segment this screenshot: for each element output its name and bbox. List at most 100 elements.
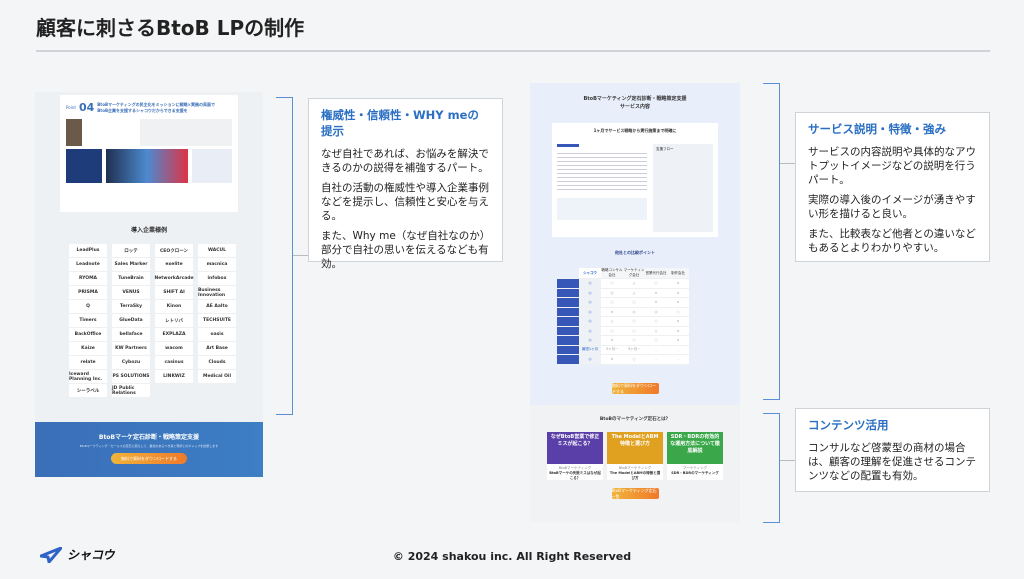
service-title-2: サービス内容	[619, 104, 650, 110]
compare-cell: ×	[667, 335, 689, 346]
client-logo: bellaface	[112, 328, 150, 341]
compare-cell: ○	[645, 335, 667, 346]
service-card-title: 1ヶ月でサービス戦略から実行施策まで明確に	[593, 128, 677, 133]
compare-cell: ◎	[579, 288, 601, 298]
client-logo: RYOMA	[69, 272, 107, 285]
client-logo: KW Partners	[112, 342, 150, 355]
row-header	[557, 345, 579, 355]
compare-cell: ×	[667, 297, 689, 308]
client-logo: oasis	[198, 328, 236, 341]
table-row: ◎○○××	[557, 297, 689, 308]
client-logo: Sales Marker	[112, 258, 150, 271]
page-title: 顧客に刺さるBtoB LPの制作	[36, 16, 305, 40]
client-logo: Timers	[69, 314, 107, 327]
logo-text: シャコウ	[67, 548, 115, 562]
compare-download-button[interactable]: 無料で資料をダウンロードする	[612, 383, 659, 394]
cta-banner: BtoBマーケ定石診断・戦略策定支援 BtoBマーケティング・セールスの定石に照…	[35, 422, 263, 477]
client-logo: SHIFT AI	[155, 286, 193, 299]
compare-cell: ○	[623, 316, 645, 327]
client-logo: Medical Oil	[198, 370, 236, 383]
row-header	[557, 278, 579, 289]
row-header	[557, 307, 579, 317]
client-logo: GlueData	[112, 314, 150, 327]
compare-cell: ×	[667, 316, 689, 327]
annotation-text: 実際の導入後のイメージが湧きやすい形を描けると良い。	[808, 194, 976, 220]
compare-cell: -	[645, 354, 667, 365]
video-thumbnail: The ModelとABM 特徴と選び方	[607, 432, 663, 464]
client-logo: WACUL	[198, 244, 236, 257]
compare-cell: ○	[601, 326, 623, 336]
client-logo: AE Aalto	[198, 300, 236, 313]
client-logo: Kinon	[155, 300, 193, 313]
annotation-text: サービスの内容説明や具体的なアウトプットイメージなどの説明を行うパート。	[808, 146, 976, 186]
annotation-heading: コンテンツ活用	[808, 418, 889, 432]
compare-cell: △	[623, 288, 645, 298]
annotation-heading: 権威性・信頼性・WHY meの提示	[321, 108, 479, 138]
client-logo: Clouds	[198, 356, 236, 369]
compare-cell: ×	[645, 288, 667, 298]
compare-cell: △	[645, 326, 667, 336]
video-category: マーケティング	[682, 466, 708, 470]
compare-title: 他社との比較ポイント	[615, 250, 655, 255]
client-logo: Cybozu	[112, 356, 150, 369]
point-number: 04	[78, 101, 95, 114]
compare-cell: ×	[601, 354, 623, 365]
annotation-authority: 権威性・信頼性・WHY meの提示 なぜ自社であれば、お悩みを解決できるのかの説…	[308, 98, 503, 270]
banner-subtitle: BtoBマーケティング・セールスの定石に照らして、貴社のあるべき姿と現状とのギャ…	[79, 444, 219, 448]
download-button[interactable]: 無料で資料をダウンロードする	[111, 453, 187, 464]
compare-cell: ○	[623, 335, 645, 346]
compare-cell: ◎	[579, 316, 601, 327]
compare-cell: ×	[667, 278, 689, 289]
compare-column-header: 戦略コンサル会社	[601, 268, 623, 279]
client-logo: Business Innovation	[198, 286, 236, 299]
compare-cell: ×	[667, 288, 689, 298]
table-row: ◎×○--	[557, 354, 689, 365]
client-logo: JD Public Relations	[112, 384, 150, 397]
service-card: 1ヶ月でサービス戦略から実行施策まで明確に 支援フロー	[552, 123, 718, 237]
client-logo: シーラベル	[69, 384, 107, 397]
annotation-text: また、Why me（なぜ自社なのか）部分で自社の思いを伝えるなども有効。	[321, 230, 489, 270]
compare-cell: -	[645, 345, 667, 355]
annotation-text: また、比較表など他者との違いなどもあるとよりわかりやすい。	[808, 228, 976, 254]
compare-cell: ◎	[579, 297, 601, 308]
client-logo: EXPLAZA	[155, 328, 193, 341]
compare-cell: 3ヶ月~	[623, 345, 645, 355]
compare-cell: 最短1ヶ月	[579, 345, 601, 355]
annotation-text: コンサルなど啓蒙型の商材の場合は、顧客の理解を促進させるコンテンツなどの配置も有…	[808, 442, 976, 482]
client-logo: LeadPlus	[69, 244, 107, 257]
compare-cell: △	[601, 316, 623, 327]
client-logo: PRISMA	[69, 286, 107, 299]
client-logo: Leadnote	[69, 258, 107, 271]
client-logo: casinus	[155, 356, 193, 369]
client-logo: TerraSky	[112, 300, 150, 313]
clients-title: 導入企業様例	[130, 227, 167, 234]
annotation-text: なぜ自社であれば、お悩みを解決できるのかの説得を補強するパート。	[321, 148, 489, 174]
video-thumbnail: SDR・BDRの有効的な運用方法について徹底解説	[667, 432, 723, 464]
compare-cell: ◎	[579, 278, 601, 289]
compare-column-header: 制作会社	[667, 268, 689, 279]
client-logo: TECHSUITE	[198, 314, 236, 327]
table-row: ◎△○○×	[557, 316, 689, 327]
table-row: ◎×◎◎○	[557, 307, 689, 317]
point-heading: BtoBマーケティングの民主化をミッションに戦略×実務の両面でBtoB企業を支援…	[97, 101, 216, 113]
client-logo: macnica	[198, 258, 236, 271]
ceo-photo	[66, 119, 82, 146]
row-header	[557, 326, 579, 336]
point-card: Point 04 BtoBマーケティングの民主化をミッションに戦略×実務の両面で…	[60, 95, 238, 212]
annotation-heading: サービス説明・特徴・強み	[808, 122, 946, 136]
client-logo: relate	[69, 356, 107, 369]
client-logo: infobox	[198, 272, 236, 285]
compare-cell: 3ヶ月~	[601, 345, 623, 355]
client-logo: LINKWIZ	[155, 370, 193, 383]
flow-label: 支援フロー	[656, 147, 674, 151]
compare-cell: ◎	[645, 307, 667, 317]
annotation-content: コンテンツ活用 コンサルなど啓蒙型の商材の場合は、顧客の理解を促進させるコンテン…	[795, 408, 990, 492]
row-header	[557, 297, 579, 308]
paper-plane-icon	[40, 546, 62, 563]
content-list-button[interactable]: BtoBマーケティング定石一覧	[611, 487, 659, 499]
compare-cell: ○	[623, 326, 645, 336]
